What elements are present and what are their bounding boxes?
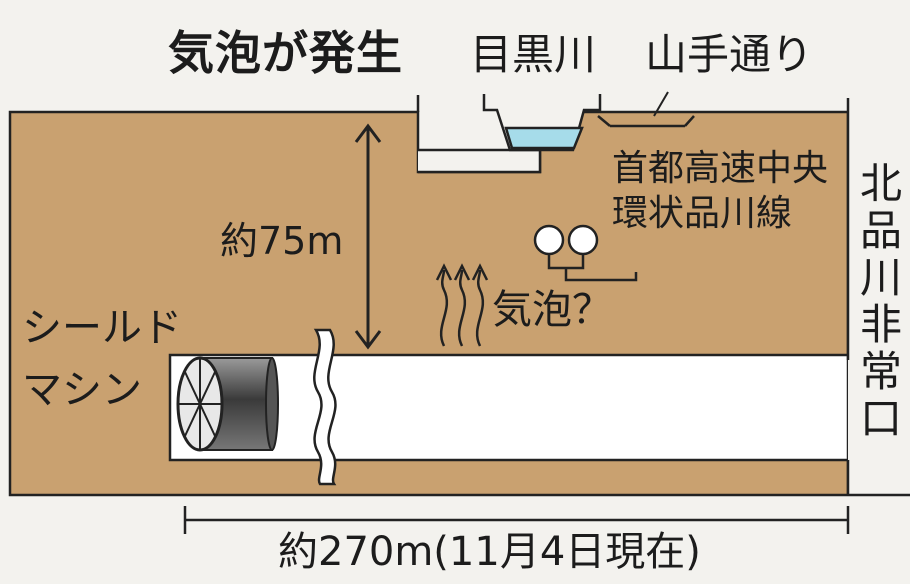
- shield-machine-label: シールド マシン: [22, 297, 182, 421]
- surface-features: [416, 91, 695, 174]
- double-headed-arrow-icon: [354, 123, 382, 350]
- twin-tunnel-icon: [533, 224, 638, 282]
- expressway-label-line2: 環状品川線: [612, 193, 793, 234]
- road-label: 山手通り: [645, 30, 814, 79]
- depth-label: 約75m: [220, 219, 344, 263]
- river-label: 目黒川: [470, 30, 597, 79]
- diagram-title: 気泡が発生: [168, 26, 403, 80]
- bubbles-label: 気泡？: [492, 287, 612, 333]
- tunnel-length-label: 約270m(11月4日現在): [278, 529, 701, 575]
- break-mark-icon: [313, 328, 337, 486]
- shield-machine-icon: [176, 356, 279, 452]
- road-pointer-line: [653, 91, 669, 117]
- shield-machine-label-line1: シールド: [22, 305, 182, 351]
- expressway-label: 首都高速中央 環状品川線: [612, 146, 828, 236]
- emergency-exit-label: 北品川非常口: [859, 159, 902, 444]
- river-water: [504, 126, 584, 150]
- rising-bubbles-icon: [435, 263, 489, 347]
- shield-machine-label-line2: マシン: [22, 367, 142, 413]
- tunnel-bore: [168, 353, 850, 462]
- emergency-exit-shaft: [846, 98, 910, 498]
- length-dimension: [183, 506, 850, 534]
- expressway-label-line1: 首都高速中央: [612, 148, 829, 189]
